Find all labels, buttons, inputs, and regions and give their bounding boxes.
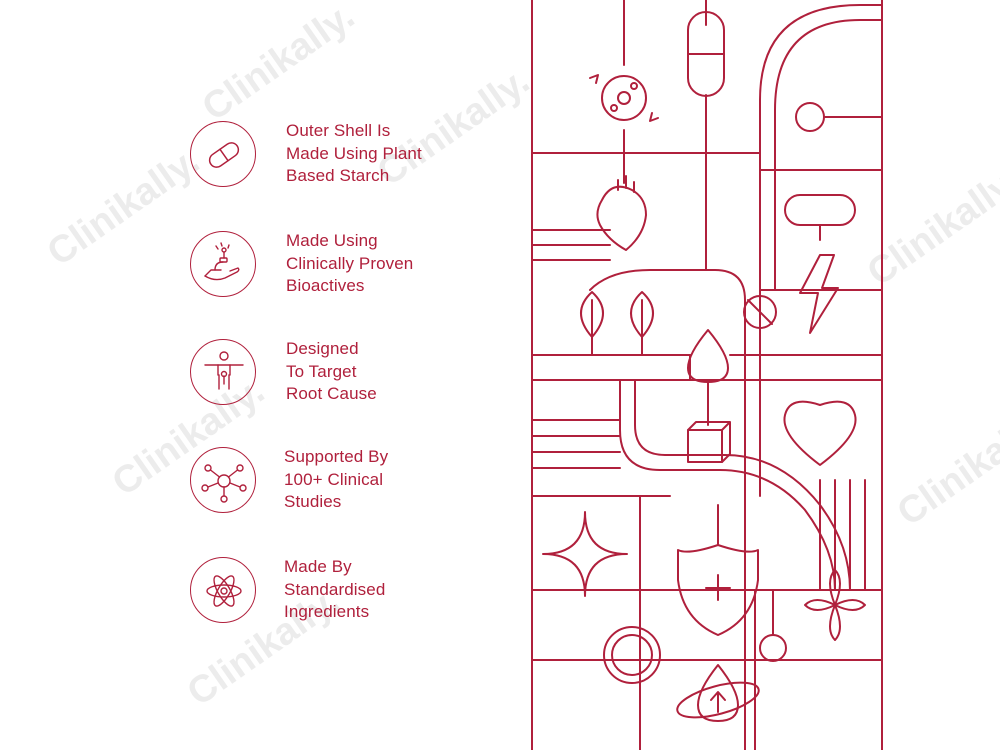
feature-line: Outer Shell Is xyxy=(286,121,391,140)
sparkle-icon xyxy=(542,511,628,597)
watermark-7: Clinikally. xyxy=(890,399,1000,535)
feature-line: Ingredients xyxy=(284,602,370,621)
watermark-1: Clinikally. xyxy=(195,0,363,130)
molecule-network-icon xyxy=(190,447,256,513)
flower-icon xyxy=(759,569,866,662)
microscope-hand-icon xyxy=(190,231,256,297)
drop-icon xyxy=(687,329,729,426)
feature-line: Based Starch xyxy=(286,166,390,185)
feature-line: Made Using xyxy=(286,231,378,250)
feature-line: Made By xyxy=(284,557,352,576)
gear-circle-icon xyxy=(603,626,661,684)
feature-line: Clinically Proven xyxy=(286,253,414,273)
lightning-icon xyxy=(799,254,839,334)
feature-line: Root Cause xyxy=(286,384,377,403)
feature-text: Supported By 100+ Clinical Studies xyxy=(284,446,388,514)
line-art-illustration xyxy=(531,0,883,750)
feature-text: Outer Shell Is Made Using Plant Based St… xyxy=(286,120,422,188)
cube-icon xyxy=(687,421,731,463)
feature-line: Made Using Plant xyxy=(286,143,422,163)
feature-item: Supported By 100+ Clinical Studies xyxy=(190,447,510,517)
watermark-2: Clinikally. xyxy=(40,139,208,275)
capsule-icon xyxy=(190,121,256,187)
feature-line: Supported By xyxy=(284,447,389,466)
feature-line: Studies xyxy=(284,492,342,511)
no-sign-icon xyxy=(743,295,777,329)
feature-line: 100+ Clinical xyxy=(284,469,384,489)
cycle-molecule-icon xyxy=(589,74,659,122)
capsule-icon xyxy=(687,11,725,97)
feature-item: Made By Standardised Ingredients xyxy=(190,557,510,627)
feature-text: Designed To Target Root Cause xyxy=(286,338,377,406)
feature-text: Made Using Clinically Proven Bioactives xyxy=(286,230,413,298)
feature-item: Designed To Target Root Cause xyxy=(190,339,510,409)
feature-line: Standardised xyxy=(284,579,386,599)
leaf-icon xyxy=(580,291,654,356)
orbit-arrow-icon xyxy=(676,664,760,722)
heart-icon xyxy=(783,400,857,466)
body-target-icon xyxy=(190,339,256,405)
feature-line: Bioactives xyxy=(286,276,365,295)
feature-item: Outer Shell Is Made Using Plant Based St… xyxy=(190,121,510,191)
pill-icon xyxy=(784,194,856,241)
feature-item: Made Using Clinically Proven Bioactives xyxy=(190,231,510,301)
feature-text: Made By Standardised Ingredients xyxy=(284,556,385,624)
heart-organ-icon xyxy=(596,175,647,251)
shield-icon xyxy=(677,504,759,636)
feature-line: Designed xyxy=(286,339,359,358)
feature-line: To Target xyxy=(286,361,357,381)
atom-icon xyxy=(190,557,256,623)
